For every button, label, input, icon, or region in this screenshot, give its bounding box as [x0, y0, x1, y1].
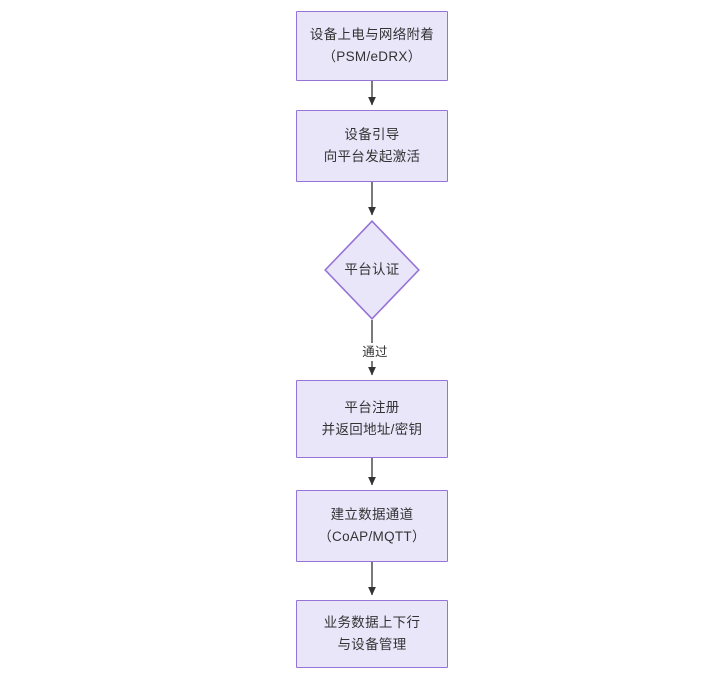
node-device-power-on[interactable]: 设备上电与网络附着 （PSM/eDRX） [296, 11, 448, 81]
diamond-shape-icon [324, 220, 420, 320]
node-text-line: 建立数据通道 [330, 507, 414, 522]
node-text-line: 与设备管理 [337, 637, 407, 652]
node-device-bootstrap[interactable]: 设备引导 向平台发起激活 [296, 110, 448, 182]
node-platform-registration[interactable]: 平台注册 并返回地址/密钥 [296, 380, 448, 458]
edge-label-pass: 通过 [353, 343, 397, 361]
node-text-line: （PSM/eDRX） [322, 49, 422, 64]
node-text-line: 向平台发起激活 [323, 149, 421, 164]
node-business-data-and-device-management[interactable]: 业务数据上下行 与设备管理 [296, 600, 448, 668]
node-text-line: 并返回地址/密钥 [321, 422, 423, 437]
node-text-line: （CoAP/MQTT） [318, 529, 426, 544]
node-text-line: 平台认证 [344, 262, 400, 277]
node-text-line: 业务数据上下行 [323, 615, 421, 630]
node-text-line: 平台注册 [344, 400, 400, 415]
node-text-line: 设备引导 [344, 127, 400, 142]
node-text-line: 设备上电与网络附着 [309, 27, 435, 42]
node-platform-authentication[interactable]: 平台认证 [324, 220, 420, 320]
node-establish-data-channel[interactable]: 建立数据通道 （CoAP/MQTT） [296, 490, 448, 562]
